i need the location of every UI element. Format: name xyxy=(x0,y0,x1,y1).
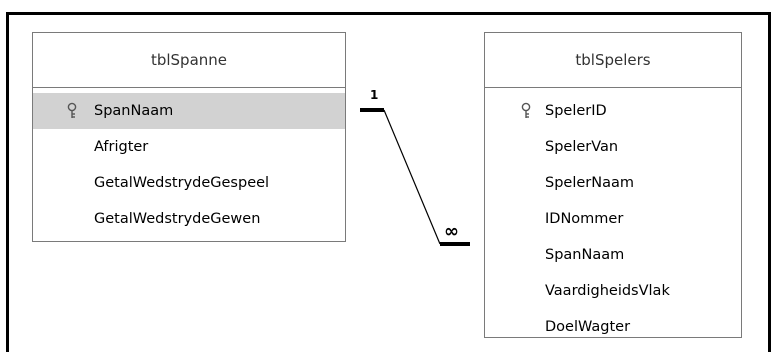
field-row-spannaam[interactable]: SpanNaam xyxy=(485,237,741,273)
field-row-getalwedstrydegewen[interactable]: GetalWedstrydeGewen xyxy=(33,201,345,237)
table-tblSpanne[interactable]: tblSpanne SpanNaam Afrigter GetalWedstry… xyxy=(32,32,346,242)
field-label: SpanNaam xyxy=(545,247,625,263)
field-row-vaardigheidsvlak[interactable]: VaardigheidsVlak xyxy=(485,273,741,309)
field-label: SpelerNaam xyxy=(545,175,634,191)
table-tblSpelers[interactable]: tblSpelers SpelerID SpelerVan SpelerNaam xyxy=(484,32,742,338)
field-label: DoelWagter xyxy=(545,319,631,335)
field-row-spelerid[interactable]: SpelerID xyxy=(485,93,741,129)
field-label: SpanNaam xyxy=(94,103,174,119)
field-row-spelernaam[interactable]: SpelerNaam xyxy=(485,165,741,201)
field-label: SpelerID xyxy=(545,103,607,119)
field-list: SpanNaam Afrigter GetalWedstrydeGespeel … xyxy=(33,88,345,237)
field-label: GetalWedstrydeGespeel xyxy=(94,175,270,191)
field-label: SpelerVan xyxy=(545,139,619,155)
table-title[interactable]: tblSpelers xyxy=(485,33,741,88)
relationship-one-label: 1 xyxy=(370,88,379,102)
field-row-getalwedstrydegespeel[interactable]: GetalWedstrydeGespeel xyxy=(33,165,345,201)
key-icon xyxy=(65,102,79,120)
field-label: Afrigter xyxy=(94,139,149,155)
field-row-doelwagter[interactable]: DoelWagter xyxy=(485,309,741,345)
relationship-many-label: ∞ xyxy=(444,221,459,242)
field-row-spannaam[interactable]: SpanNaam xyxy=(33,93,345,129)
field-label: IDNommer xyxy=(545,211,624,227)
field-row-afrigter[interactable]: Afrigter xyxy=(33,129,345,165)
field-row-idnommer[interactable]: IDNommer xyxy=(485,201,741,237)
field-label: GetalWedstrydeGewen xyxy=(94,211,261,227)
key-icon xyxy=(519,102,533,120)
field-row-spelervan[interactable]: SpelerVan xyxy=(485,129,741,165)
field-list: SpelerID SpelerVan SpelerNaam IDNommer S… xyxy=(485,88,741,345)
field-label: VaardigheidsVlak xyxy=(545,283,670,299)
table-title[interactable]: tblSpanne xyxy=(33,33,345,88)
